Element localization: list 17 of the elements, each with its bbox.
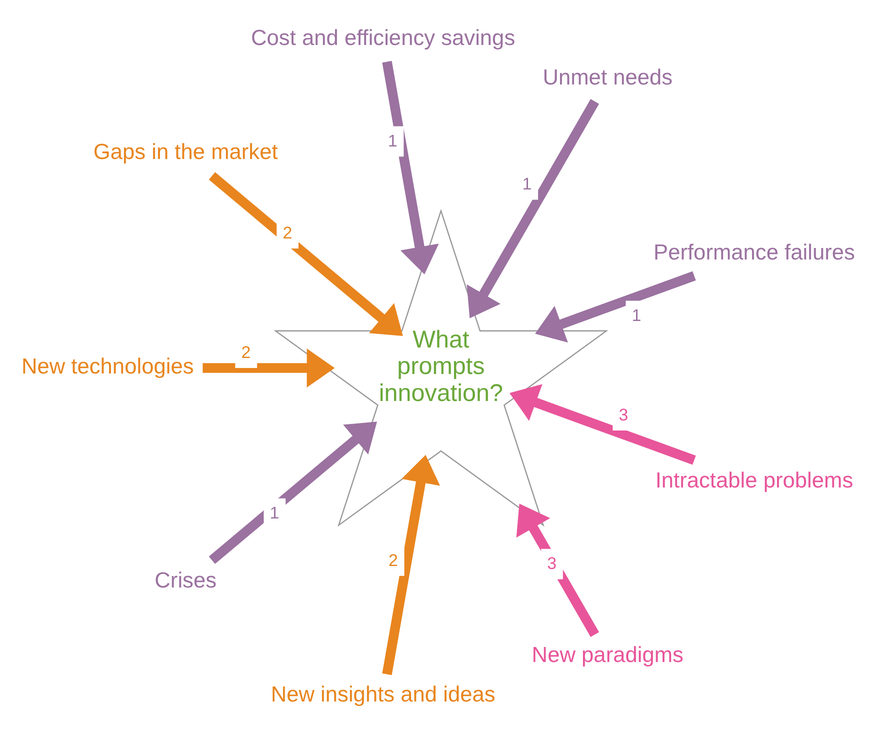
node-text: New insights and ideas [270, 681, 496, 706]
edge-label: 1 [388, 131, 398, 150]
node-text: New paradigms [532, 642, 684, 667]
edge-label: 1 [522, 174, 532, 194]
node-text: Gaps in the market [93, 138, 278, 164]
edge-label: 3 [547, 554, 557, 573]
node-text: New technologies [21, 352, 194, 378]
edge-label: 3 [618, 404, 628, 424]
node-text: Crises [154, 567, 217, 592]
edge-label: 2 [388, 550, 398, 570]
node-text: Performance failures [654, 238, 855, 264]
edge-label: 1 [632, 306, 642, 325]
node-text: Intractable problems [655, 466, 854, 492]
edge-label: 2 [282, 222, 292, 242]
edge-label: 2 [241, 342, 251, 362]
node-text: Cost and efficiency savings [251, 24, 516, 50]
node-text: Unmet needs [542, 64, 673, 90]
